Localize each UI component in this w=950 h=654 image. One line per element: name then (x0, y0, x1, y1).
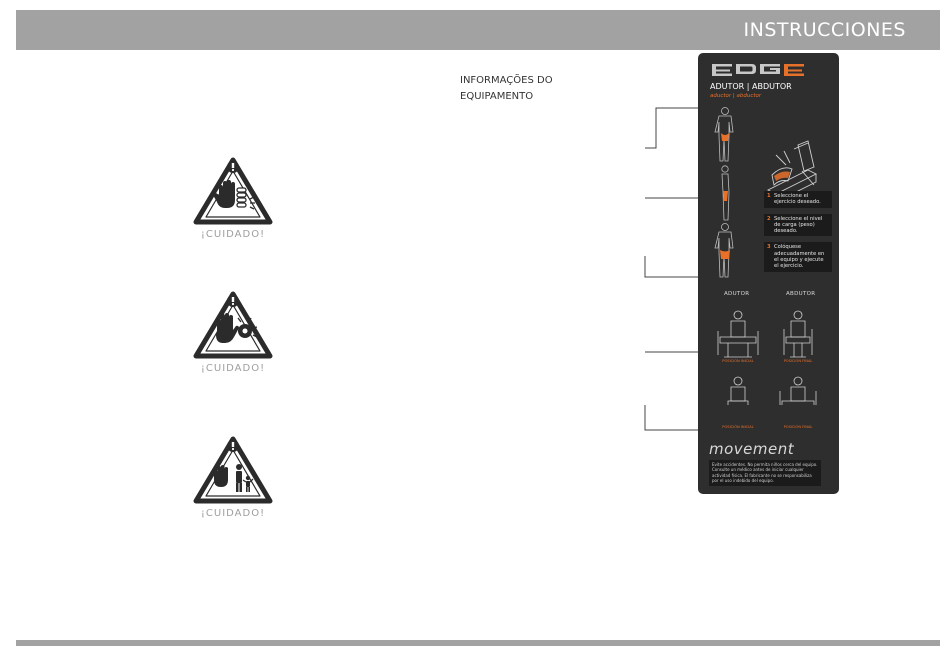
warning-child: ¡CUIDADO! (188, 436, 278, 519)
adductor-initial-figure (717, 310, 759, 358)
warning-crush: ¡CUIDADO! (188, 157, 278, 240)
label-final-position: POSICIÓN FINAL (783, 425, 813, 429)
muscle-figure-side (721, 165, 730, 221)
placard-title: ADUTOR | ABDUTOR (710, 82, 792, 91)
hand-pinch-warning-icon (193, 291, 273, 359)
warning-label: ¡CUIDADO! (200, 363, 266, 374)
step-2: 2 Seleccione el nivel de carga (peso) de… (764, 213, 832, 237)
equipment-info-title: INFORMAÇÕES DO EQUIPAMENTO (460, 73, 553, 105)
callout-lines (644, 107, 698, 431)
column-label-abductor: ABDUTOR (786, 291, 816, 297)
page-title: INSTRUCCIONES (743, 19, 906, 41)
abductor-initial-figure (723, 376, 753, 405)
column-label-adductor: ADUTOR (724, 291, 750, 297)
step-3: 3 Colóquese adecuadamente en el equipo y… (764, 242, 832, 272)
equipment-info-line2: EQUIPAMENTO (460, 91, 534, 102)
instruction-placard: ADUTOR | ABDUTOR aductor | abductor (698, 53, 839, 494)
adductor-final-figure (783, 310, 813, 358)
label-initial-position: POSICIÓN INICIAL (722, 359, 754, 363)
safety-note: Evite accidentes. No permita niños cerca… (709, 460, 821, 486)
instruction-steps: 1 Seleccione el ejercicio deseado. 2 Sel… (764, 191, 832, 278)
equipment-info-line1: INFORMAÇÕES DO (460, 75, 553, 86)
warning-label: ¡CUIDADO! (200, 229, 266, 240)
child-warning-icon (193, 436, 273, 504)
placard-subtitle: aductor | abductor (710, 93, 762, 99)
footer-bar (16, 640, 940, 646)
muscle-figure-back (714, 223, 734, 278)
hand-crush-warning-icon (193, 157, 273, 225)
muscle-figure-front (714, 107, 734, 162)
warning-label: ¡CUIDADO! (200, 508, 266, 519)
edge-logo (712, 64, 804, 76)
warning-pinch: ¡CUIDADO! (188, 291, 278, 374)
header-bar: INSTRUCCIONES (16, 10, 940, 50)
movement-logo: movement (709, 440, 795, 458)
label-final-position: POSICIÓN FINAL (783, 359, 813, 363)
label-initial-position: POSICIÓN INICIAL (722, 425, 754, 429)
abductor-final-figure (779, 376, 817, 405)
step-1: 1 Seleccione el ejercicio deseado. (764, 191, 832, 208)
